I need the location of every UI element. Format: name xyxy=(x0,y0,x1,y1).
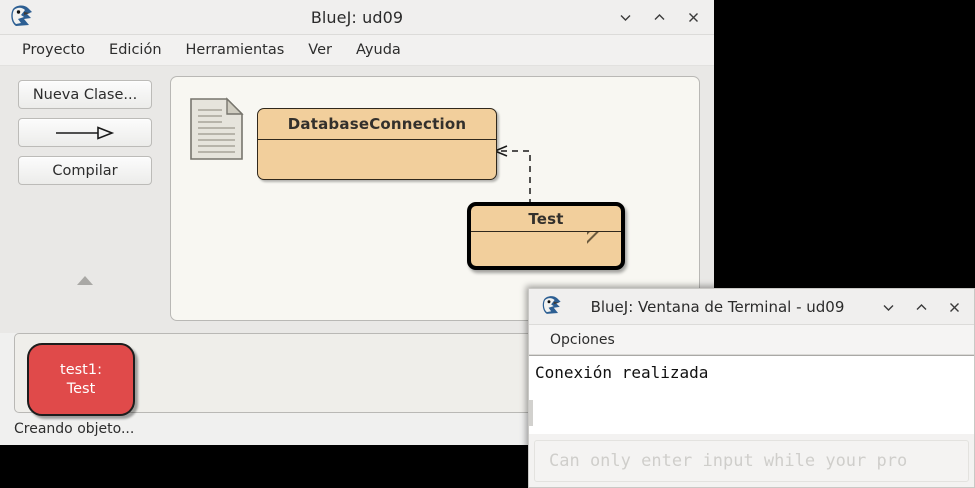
uml-class-databaseconnection[interactable]: DatabaseConnection xyxy=(257,108,497,180)
arrow-right-icon xyxy=(56,125,115,140)
menu-ver[interactable]: Ver xyxy=(308,42,332,58)
triangle-up-icon xyxy=(77,276,93,285)
uncompiled-stripes-icon xyxy=(587,232,621,266)
new-class-button[interactable]: Nueva Clase... xyxy=(18,80,152,109)
terminal-window-controls xyxy=(873,289,969,325)
chevron-down-icon[interactable] xyxy=(610,3,640,33)
main-titlebar[interactable]: BlueJ: ud09 xyxy=(0,0,714,35)
terminal-titlebar[interactable]: BlueJ: Ventana de Terminal - ud09 xyxy=(529,289,974,325)
bench-object-test1[interactable]: test1: Test xyxy=(27,343,135,416)
main-menubar: Proyecto Edición Herramientas Ver Ayuda xyxy=(0,35,714,66)
menu-ayuda[interactable]: Ayuda xyxy=(355,42,401,58)
menu-proyecto[interactable]: Proyecto xyxy=(22,42,86,58)
menu-opciones[interactable]: Opciones xyxy=(550,331,615,348)
class-diagram-wrap: DatabaseConnection Test xyxy=(170,66,714,333)
close-icon[interactable] xyxy=(939,292,969,322)
terminal-menubar: Opciones xyxy=(529,325,974,355)
new-arrow-button[interactable] xyxy=(18,118,152,147)
bench-object-name: test1: xyxy=(60,361,102,378)
chevron-up-icon[interactable] xyxy=(906,292,936,322)
main-window-title: BlueJ: ud09 xyxy=(310,7,404,27)
bluej-main-window: BlueJ: ud09 Proyecto Edición Herramienta… xyxy=(0,0,714,445)
class-diagram[interactable]: DatabaseConnection Test xyxy=(170,76,700,321)
bluejay-icon xyxy=(7,3,37,32)
uml-class-name: DatabaseConnection xyxy=(258,109,496,140)
bench-object-type: Test xyxy=(66,380,96,397)
compile-button[interactable]: Compilar xyxy=(18,156,152,185)
uml-class-name: Test xyxy=(471,206,621,232)
main-window-controls xyxy=(610,0,708,35)
terminal-window: BlueJ: Ventana de Terminal - ud09 Opcion… xyxy=(528,288,975,488)
bluejay-icon xyxy=(539,294,565,319)
left-toolbar: Nueva Clase... Compilar xyxy=(0,66,170,333)
terminal-output-line: Conexión realizada xyxy=(535,363,709,382)
chevron-down-icon[interactable] xyxy=(873,292,903,322)
menu-herramientas[interactable]: Herramientas xyxy=(185,42,285,58)
menu-edicion[interactable]: Edición xyxy=(109,42,162,58)
terminal-window-title: BlueJ: Ventana de Terminal - ud09 xyxy=(590,297,845,316)
chevron-up-icon[interactable] xyxy=(644,3,674,33)
terminal-input-placeholder: Can only enter input while your pro xyxy=(549,451,908,471)
terminal-input[interactable]: Can only enter input while your pro xyxy=(534,440,969,482)
close-icon[interactable] xyxy=(678,3,708,33)
toolbar-collapse-handle[interactable] xyxy=(0,276,170,285)
uml-class-test[interactable]: Test xyxy=(467,202,625,270)
terminal-scrollbar[interactable] xyxy=(529,400,533,426)
document-icon[interactable] xyxy=(189,97,244,161)
terminal-output[interactable]: Conexión realizada xyxy=(529,355,974,434)
status-text: Creando objeto... xyxy=(14,421,135,437)
